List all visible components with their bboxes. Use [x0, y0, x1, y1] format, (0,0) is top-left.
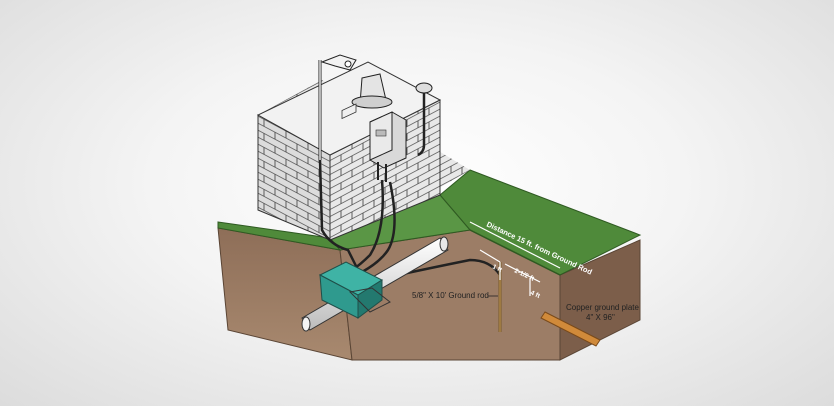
ground-plate-title: Copper ground plate: [566, 303, 639, 312]
weather-mast: [318, 54, 357, 160]
controller-box: [369, 111, 407, 182]
rain-sensor: [351, 73, 393, 109]
wind-sensor: [415, 82, 433, 157]
ground-plate-size: 4" X 96": [586, 313, 615, 322]
copper-ground-plate: [540, 311, 601, 347]
one-ft-label: 1 ft: [491, 263, 504, 274]
ground-rod-label: 5/8" X 10' Ground rod: [412, 291, 489, 300]
valve-box: [318, 103, 391, 319]
four-ft-label: 4 ft: [529, 289, 542, 300]
distance-dimension: [469, 221, 561, 296]
ground-block: [217, 169, 642, 361]
